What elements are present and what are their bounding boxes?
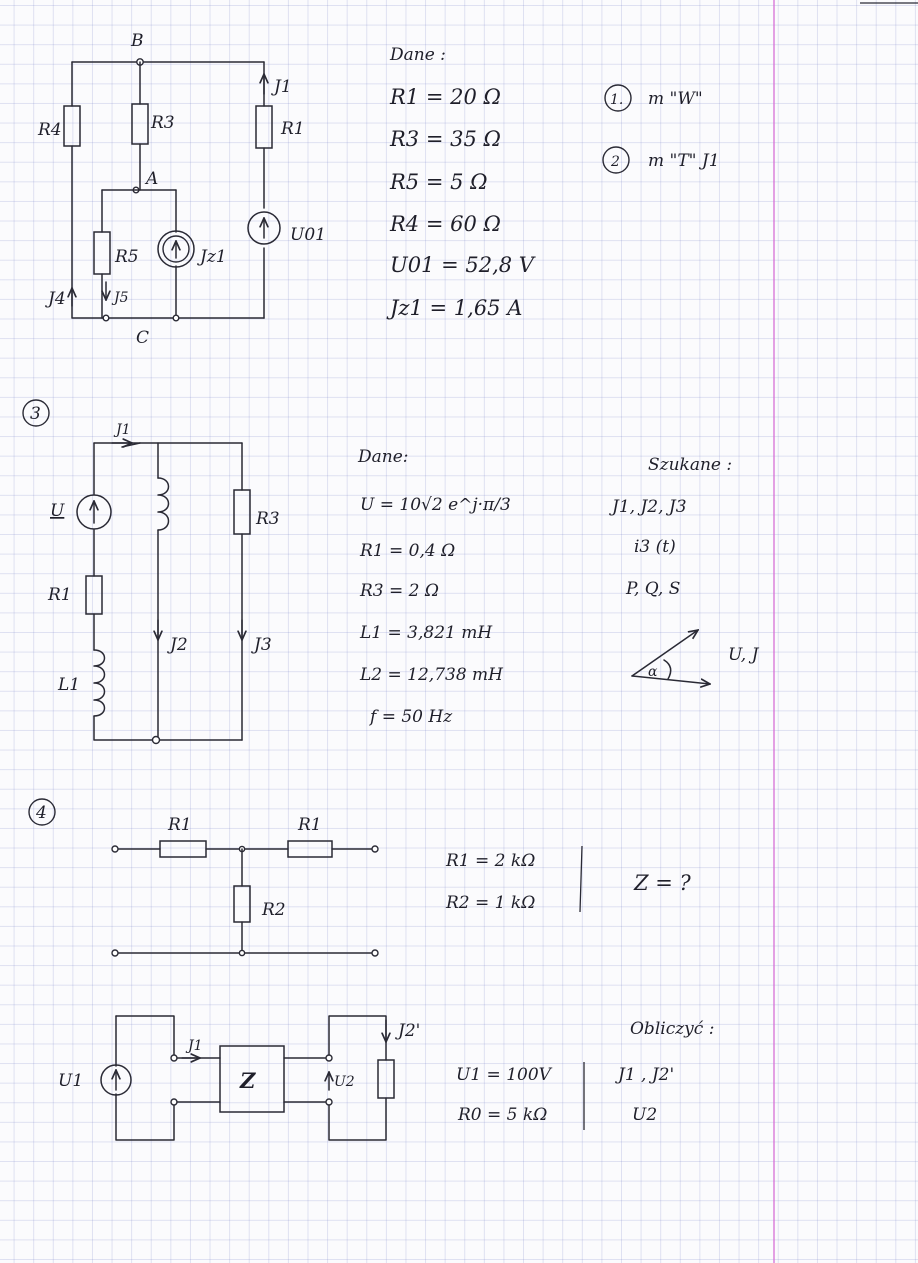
resistor-r5 xyxy=(93,231,111,275)
resistor-r4 xyxy=(63,105,81,147)
given-1-line: R5 = 5 Ω xyxy=(389,170,488,194)
wanted-3-line: P, Q, S xyxy=(625,579,680,599)
label-u: U xyxy=(50,501,65,521)
task-number: 2 xyxy=(610,154,620,170)
given-4-line: R2 = 1 kΩ xyxy=(445,893,535,913)
given-1-line: R4 = 60 Ω xyxy=(389,212,501,236)
label-u1: U1 xyxy=(58,1071,83,1091)
given-1-line: R3 = 35 Ω xyxy=(389,127,501,151)
label-r1: R1 xyxy=(280,119,305,139)
given-4: R1 = 2 kΩ R2 = 1 kΩ Z = ? xyxy=(445,845,692,913)
label-r3: R3 xyxy=(255,509,280,529)
resistor-r3 xyxy=(233,489,251,535)
circuit-3: J1 U R1 L1 R3 J2 J3 xyxy=(47,422,280,745)
node-a-label: A xyxy=(144,169,158,189)
given-3-line: R1 = 0,4 Ω xyxy=(359,541,455,561)
label-i1: J1 xyxy=(113,422,131,438)
label-l1: L1 xyxy=(57,675,80,695)
voltage-source-u1 xyxy=(100,1064,132,1096)
wanted-3-title: Szukane : xyxy=(648,455,732,475)
label-r3: R3 xyxy=(150,113,175,133)
label-i4: J4 xyxy=(45,289,66,309)
question-z: Z = ? xyxy=(633,871,692,895)
current-source-jz1 xyxy=(157,230,195,268)
circuit-4-two-port: U1 J1 Z J2' U2 xyxy=(58,1015,420,1141)
circuit-1: B A C R4 R3 R1 R5 J1 J4 J5 Jz1 U01 xyxy=(37,31,326,348)
given-3: Dane: U = 10√2 e^j·π/3 R1 = 0,4 Ω R3 = 2… xyxy=(357,447,511,727)
label-r5: R5 xyxy=(114,247,139,267)
inductor-l1 xyxy=(93,649,106,717)
wanted-3: Szukane : J1, J2, J3 i3 (t) P, Q, S α U,… xyxy=(609,455,760,684)
given-3-line: R3 = 2 Ω xyxy=(359,581,439,601)
given-1-line: R1 = 20 Ω xyxy=(389,85,501,109)
compute-line: U2 xyxy=(632,1105,657,1125)
label-r1: R1 xyxy=(47,585,72,605)
label-r1-left: R1 xyxy=(167,815,192,835)
voltage-source-u xyxy=(76,494,112,530)
resistor-r2 xyxy=(233,885,251,923)
label-i5: J5 xyxy=(111,290,129,306)
given-1-title: Dane : xyxy=(389,45,446,65)
problem-4-number: 4 xyxy=(35,803,47,823)
problem-3-marker xyxy=(22,399,50,427)
node-b-label: B xyxy=(130,31,144,51)
label-i2: J2 xyxy=(167,635,188,655)
label-r4: R4 xyxy=(37,120,62,140)
compute-line: J1 , J2' xyxy=(615,1065,674,1085)
label-r1-right: R1 xyxy=(297,815,322,835)
task-text: m "T" J1 xyxy=(648,151,720,171)
label-r2: R2 xyxy=(261,900,286,920)
node-c-label: C xyxy=(136,328,149,348)
given-3-line: f = 50 Hz xyxy=(368,707,453,727)
angle-label: α xyxy=(648,664,658,680)
phasor-label: U, J xyxy=(728,645,760,665)
voltage-source-u01 xyxy=(247,211,281,245)
phasor-sketch: α U, J xyxy=(631,630,760,684)
tasks-1: 1. m "W" 2 m "T" J1 xyxy=(602,84,720,174)
label-jz1: Jz1 xyxy=(197,247,227,267)
label-z: Z xyxy=(239,1068,256,1093)
two-port-z xyxy=(219,1045,285,1113)
given-3-line: L1 = 3,821 mH xyxy=(359,623,493,643)
problem-4-marker xyxy=(28,798,56,826)
compute-title: Obliczyć : xyxy=(630,1019,714,1039)
label-i2: J2' xyxy=(395,1021,420,1041)
task-number: 1. xyxy=(610,92,623,108)
label-i1: J1 xyxy=(271,77,292,97)
resistor-r1 xyxy=(85,575,103,615)
circuit-4-tee: R1 R1 R2 xyxy=(111,815,379,957)
resistor-r0 xyxy=(377,1059,395,1099)
given-3-line: U = 10√2 e^j·π/3 xyxy=(360,495,511,515)
given-4b-line: R0 = 5 kΩ xyxy=(457,1105,547,1125)
given-4-line: R1 = 2 kΩ xyxy=(445,851,535,871)
given-4b: U1 = 100V R0 = 5 kΩ Obliczyć : J1 , J2' … xyxy=(456,1019,714,1130)
inductor-l2 xyxy=(157,477,170,531)
label-i1: J1 xyxy=(185,1038,203,1054)
resistor-r3 xyxy=(131,103,149,145)
resistor-r1-left xyxy=(159,840,207,858)
label-u2: U2 xyxy=(334,1074,355,1090)
wanted-3-line: J1, J2, J3 xyxy=(609,497,687,517)
task-text: m "W" xyxy=(648,89,703,109)
given-1-line: U01 = 52,8 V xyxy=(390,253,536,277)
problem-3-number: 3 xyxy=(30,404,41,424)
resistor-r1-right xyxy=(287,840,333,858)
wanted-3-line: i3 (t) xyxy=(634,537,676,557)
given-4b-line: U1 = 100V xyxy=(456,1065,553,1085)
resistor-r1 xyxy=(255,105,273,149)
given-1-line: Jz1 = 1,65 A xyxy=(386,296,522,320)
given-3-line: L2 = 12,738 mH xyxy=(359,665,504,685)
label-u01: U01 xyxy=(290,225,326,245)
label-i3: J3 xyxy=(251,635,272,655)
given-1: Dane : R1 = 20 Ω R3 = 35 Ω R5 = 5 Ω R4 =… xyxy=(386,45,536,320)
given-3-title: Dane: xyxy=(357,447,409,467)
